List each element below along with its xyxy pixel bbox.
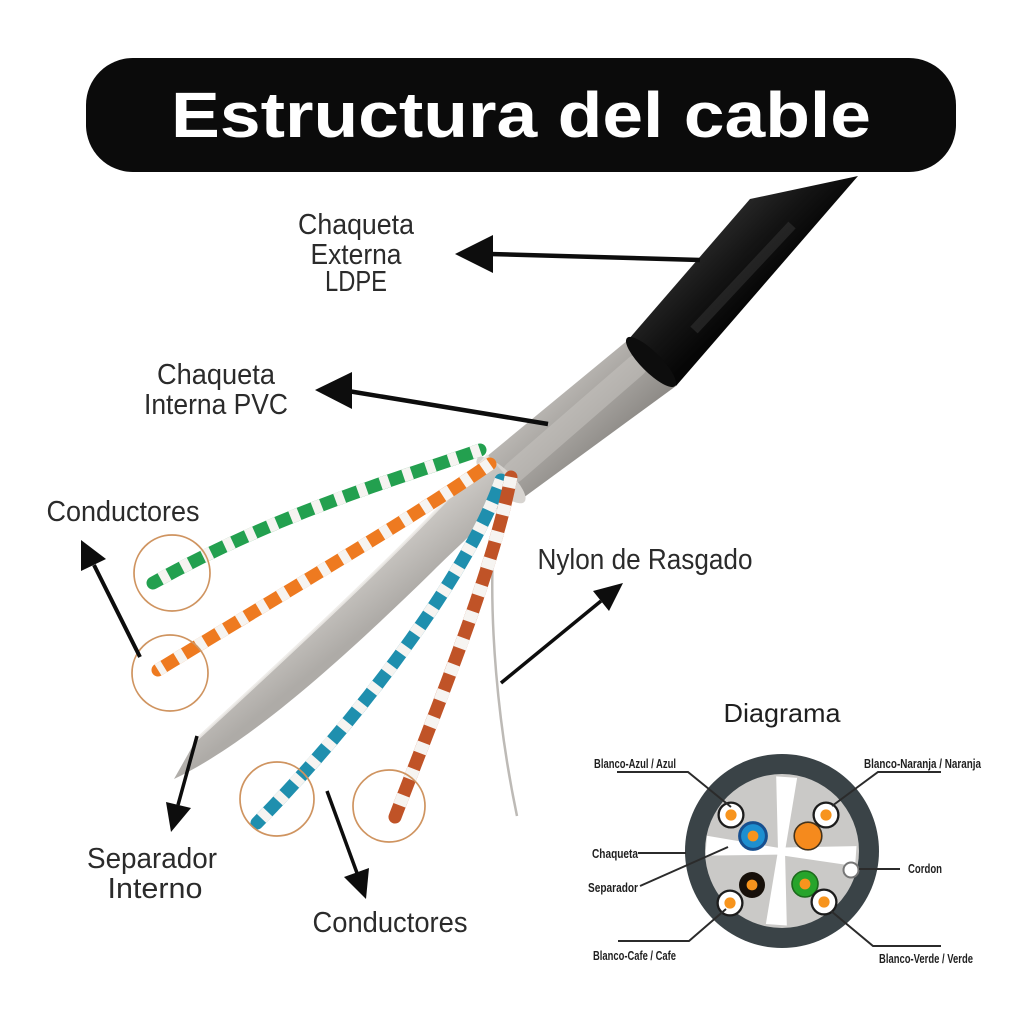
diagram-cordon [842, 861, 860, 879]
label-conductores-top: Conductores [47, 496, 200, 528]
tip-ring-orange [131, 634, 209, 712]
arrowhead-conductores-bottom [344, 868, 369, 899]
arrowhead-chaqueta-externa [455, 235, 493, 273]
outer-jacket-cut-end [625, 336, 677, 388]
twisted-pair-orange [151, 457, 497, 677]
arrow-line-conductores-top [92, 564, 142, 658]
twisted-pair-blue [250, 473, 508, 830]
diagram-label-blanco-cafe: Blanco-Cafe / Cafe [593, 949, 676, 963]
diagram-label-blanco-naranja: Blanco-Naranja / Naranja [864, 757, 982, 771]
arrow-line-chaqueta-interna [347, 388, 549, 427]
conductor-blanco-naranja-center [820, 809, 832, 821]
conductor-blanco-verde-center [818, 896, 830, 908]
outer-jacket-ldpe [628, 176, 858, 386]
arrowhead-separador [166, 802, 191, 832]
connector-blanco-naranja [831, 771, 941, 807]
outer-jacket-highlight [690, 221, 796, 334]
title-banner-background [86, 58, 956, 172]
conductor-cafe-center [746, 879, 758, 891]
label-chaqueta-interna-line2: Interna PVC [144, 389, 288, 421]
tip-ring-blue [239, 761, 315, 837]
conductor-blanco-azul-center [725, 809, 737, 821]
cable-labels: Chaqueta Externa LDPE Chaqueta Interna P… [47, 209, 753, 939]
conductor-verde-center [799, 878, 811, 890]
twisted-pair-green [146, 443, 487, 590]
cross-section-diagram: Diagrama [588, 698, 982, 966]
label-nylon-rasgado: Nylon de Rasgado [538, 544, 753, 576]
page-title: Estructura del cable [171, 79, 871, 151]
arrow-line-chaqueta-externa [489, 251, 701, 263]
arrow-line-separador [176, 735, 199, 806]
inner-jacket-highlight [503, 355, 647, 483]
label-chaqueta-externa-line2: Externa [311, 239, 403, 271]
pair-orange-twist [154, 458, 494, 676]
arrow-line-conductores-bottom [325, 790, 359, 874]
connector-blanco-azul [617, 771, 732, 808]
diagram-title: Diagrama [724, 698, 842, 728]
separator-ribbon [174, 455, 515, 779]
pair-brown-twist [388, 475, 518, 820]
label-separador-interno-line1: Separador [87, 843, 217, 875]
connector-blanco-verde [830, 910, 941, 947]
label-conductores-bottom: Conductores [313, 907, 468, 939]
arrowhead-chaqueta-interna [315, 372, 352, 409]
tip-ring-green [133, 534, 211, 612]
label-chaqueta-externa-line1: Chaqueta [298, 209, 415, 241]
conductor-naranja [793, 821, 823, 851]
pair-blue-base [250, 473, 508, 830]
label-chaqueta-interna-line1: Chaqueta [157, 359, 276, 391]
arrowhead-nylon [593, 583, 623, 611]
pair-green-base [146, 443, 487, 590]
connector-blanco-cafe [618, 908, 727, 942]
conductor-blanco-cafe-center [724, 897, 736, 909]
tip-ring-brown [352, 769, 426, 843]
label-chaqueta-externa-line3: LDPE [325, 266, 387, 298]
connector-separador [639, 846, 729, 887]
twisted-pair-brown [388, 470, 518, 824]
title-banner: Estructura del cable [86, 58, 956, 172]
label-separador-interno-line2: Interno [108, 873, 203, 905]
arrow-line-nylon [499, 599, 603, 685]
callout-arrows [81, 235, 701, 899]
diagram-label-blanco-azul: Blanco-Azul / Azul [594, 757, 676, 771]
diagram-label-separador: Separador [588, 881, 638, 895]
arrowhead-conductores-top [81, 540, 106, 571]
diagram-label-cordon: Cordon [908, 862, 942, 876]
diagram-label-chaqueta: Chaqueta [592, 847, 639, 861]
conductor-azul-center [747, 830, 759, 842]
diagram-label-blanco-verde: Blanco-Verde / Verde [879, 952, 973, 966]
cable-illustration [131, 176, 858, 843]
